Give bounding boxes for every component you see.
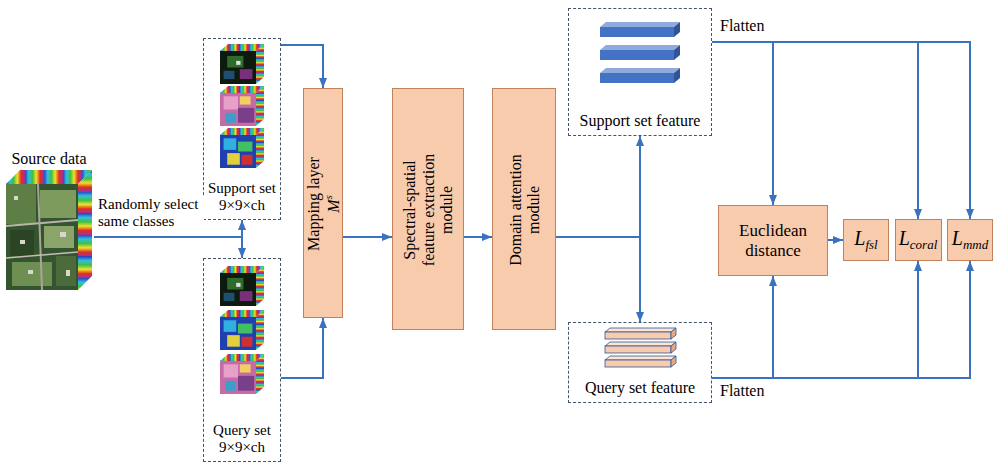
node-text: L: [854, 227, 865, 249]
node-text: Euclidean distance: [739, 221, 807, 260]
connector-arrow: [712, 42, 773, 205]
node-text: fsl: [865, 237, 877, 252]
node-text: Query set: [213, 422, 271, 438]
text-holder: Source data: [4, 150, 94, 168]
node-text: s: [323, 195, 334, 199]
node-text: M: [325, 199, 342, 212]
loss-box: Lmmd: [947, 219, 993, 261]
text-line: Lcoral: [899, 227, 938, 253]
connector-arrow: [712, 42, 970, 219]
connector-arrow: [464, 236, 492, 238]
support-feature-slabs: [600, 22, 680, 83]
edge-label-text: Flatten: [720, 17, 764, 34]
text-holder: Support set9×9×ch: [204, 180, 280, 215]
loss-box: Lcoral: [895, 219, 942, 261]
support-set-box: Support set9×9×ch: [203, 38, 281, 220]
text-line: 9×9×ch: [219, 197, 265, 214]
connector-arrow: [94, 237, 242, 258]
connector-arrow: [281, 318, 323, 378]
loss-box: Lfsl: [843, 219, 889, 261]
text-line: Support set feature: [580, 112, 701, 130]
node-text: 9×9×ch: [219, 439, 265, 455]
text-line: Query set feature: [585, 379, 695, 397]
node-text: mmd: [963, 237, 988, 252]
edge-label: Randomly select same classes: [96, 196, 204, 231]
text-line: Query set: [213, 422, 271, 439]
text-line: Lfsl: [854, 227, 877, 253]
text-line: Mapping layer: [305, 157, 323, 251]
text-holder: Euclidean distance: [719, 206, 827, 275]
text-holder: Support set feature: [569, 112, 711, 130]
text-holder: Query set feature: [569, 379, 711, 397]
text-holder: Spectral-spatial feature extraction modu…: [393, 89, 465, 331]
node-text: coral: [910, 237, 937, 252]
node-text: Query set feature: [585, 379, 695, 396]
text-line: Ms: [323, 195, 343, 212]
distance-box: Euclidean distance: [718, 205, 828, 276]
query-set-box: Query set9×9×ch: [203, 258, 281, 462]
node-text: Spectral-spatial feature extraction modu…: [401, 154, 455, 266]
connector-arrow: [281, 45, 323, 88]
text-line: Source data: [11, 150, 86, 168]
query-cubes: [220, 266, 264, 394]
edge-label: Flatten: [718, 382, 766, 400]
text-holder: Lmmd: [948, 220, 992, 260]
domain-attention-box: Domain attention module: [492, 88, 556, 330]
mapping-layer-box: Mapping layerMs: [303, 88, 343, 318]
feature-extraction-box: Spectral-spatial feature extraction modu…: [392, 88, 464, 330]
node-text: Domain attention module: [507, 154, 542, 266]
source-cube: [6, 170, 92, 290]
text-line: Lmmd: [952, 227, 988, 253]
support-feature-box: Support set feature: [568, 8, 712, 136]
connector-arrow: [712, 261, 970, 378]
text-holder: Mapping layerMs: [304, 89, 344, 319]
connector-arrow: [712, 261, 918, 378]
text-line: 9×9×ch: [219, 439, 265, 456]
text-holder: Lfsl: [844, 220, 888, 260]
support-cubes: [220, 44, 264, 168]
edge-label-text: Randomly select same classes: [98, 196, 198, 229]
node-text: Mapping layer: [305, 157, 322, 251]
query-feature-box: Query set feature: [568, 322, 712, 403]
text-holder: Lcoral: [896, 220, 941, 260]
edge-label: Flatten: [718, 17, 766, 35]
node-text: Support set: [208, 180, 276, 196]
text-line: Euclidean distance: [723, 221, 823, 260]
connector-arrow: [556, 237, 640, 322]
node-text: L: [899, 227, 910, 249]
connector-arrow: [828, 239, 843, 241]
source-image: Source data: [4, 150, 94, 292]
node-text: 9×9×ch: [219, 197, 265, 213]
connector-arrow: [343, 236, 392, 238]
connector-arrow: [556, 136, 640, 237]
text-line: Spectral-spatial feature extraction modu…: [401, 145, 456, 275]
connector-arrow: [712, 276, 773, 378]
text-holder: Query set9×9×ch: [204, 422, 280, 457]
text-line: Support set: [208, 180, 276, 197]
text-holder: Domain attention module: [493, 89, 557, 331]
connector-arrow: [712, 42, 918, 219]
query-feature-slabs: [605, 328, 676, 367]
node-text: L: [952, 227, 963, 249]
node-text: Source data: [11, 150, 86, 167]
node-text: Support set feature: [580, 112, 701, 129]
text-line: Domain attention module: [507, 148, 544, 273]
edge-label-text: Flatten: [720, 382, 764, 399]
